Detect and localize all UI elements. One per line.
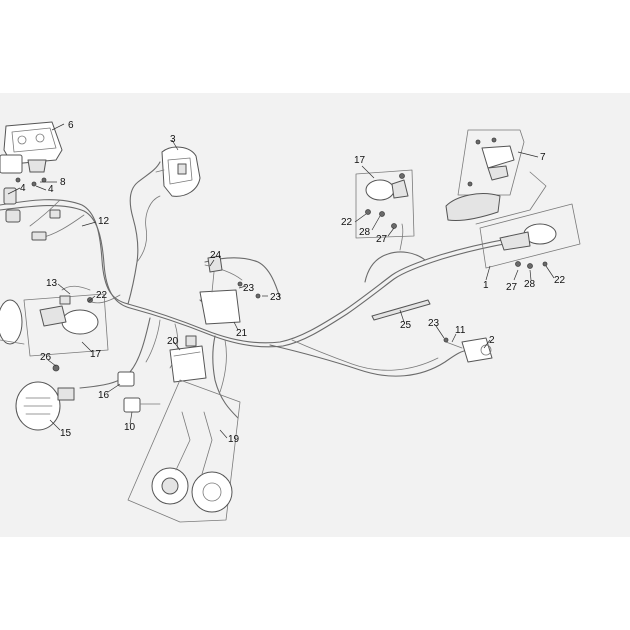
- plate-light-bracket-part: [445, 129, 547, 225]
- callout-11: 11: [455, 325, 466, 336]
- callout-17: 17: [90, 349, 102, 360]
- callout-21: 21: [236, 328, 248, 339]
- callout-2: 2: [489, 335, 495, 346]
- voltage-regulator-part: [169, 335, 207, 383]
- callout-13: 13: [46, 278, 58, 289]
- callout-labels: 6 3 8 4 4 12 7 17 22 28 27 24 23 23 1 27…: [20, 120, 566, 445]
- callout-28: 28: [524, 279, 536, 290]
- callout-23: 23: [243, 283, 255, 294]
- callout-23: 23: [428, 318, 440, 329]
- ignition-coil-part: [199, 255, 261, 325]
- leader-lines: [7, 123, 555, 439]
- horn-part: [15, 364, 75, 431]
- callout-15: 15: [60, 428, 72, 439]
- callout-16: 16: [98, 390, 110, 401]
- callout-4: 4: [48, 184, 54, 195]
- callout-27: 27: [506, 282, 518, 293]
- callout-7: 7: [540, 152, 546, 163]
- stator-flywheel-part: [127, 379, 241, 523]
- rear-left-indicator-part: [355, 169, 415, 239]
- sensor-switch-part: [443, 337, 493, 363]
- callout-22: 22: [554, 275, 566, 286]
- main-wiring-harness: [0, 161, 528, 419]
- callout-20: 20: [167, 336, 179, 347]
- callout-8: 8: [60, 177, 66, 188]
- callout-12: 12: [98, 216, 110, 227]
- diagram-background: [0, 93, 630, 537]
- callout-6: 6: [68, 120, 74, 131]
- callout-26: 26: [40, 352, 52, 363]
- callout-25: 25: [400, 320, 412, 331]
- callout-27: 27: [376, 234, 388, 245]
- callout-4: 4: [20, 183, 26, 194]
- callout-23: 23: [270, 292, 282, 303]
- callout-28: 28: [359, 227, 371, 238]
- callout-10: 10: [124, 422, 136, 433]
- cable-tie-part: [371, 299, 431, 321]
- rear-right-indicator-part: [479, 203, 581, 269]
- callout-22: 22: [341, 217, 353, 228]
- callout-17: 17: [354, 155, 366, 166]
- callout-24: 24: [210, 250, 222, 261]
- callout-22: 22: [96, 290, 108, 301]
- handlebar-switch-part: [155, 146, 201, 197]
- callout-1: 1: [483, 280, 489, 291]
- left-relays-part: [0, 154, 61, 241]
- callout-3: 3: [170, 134, 176, 145]
- callout-19: 19: [228, 434, 240, 445]
- instrument-cluster-part: [3, 121, 63, 173]
- left-indicator-group-part: [0, 293, 109, 357]
